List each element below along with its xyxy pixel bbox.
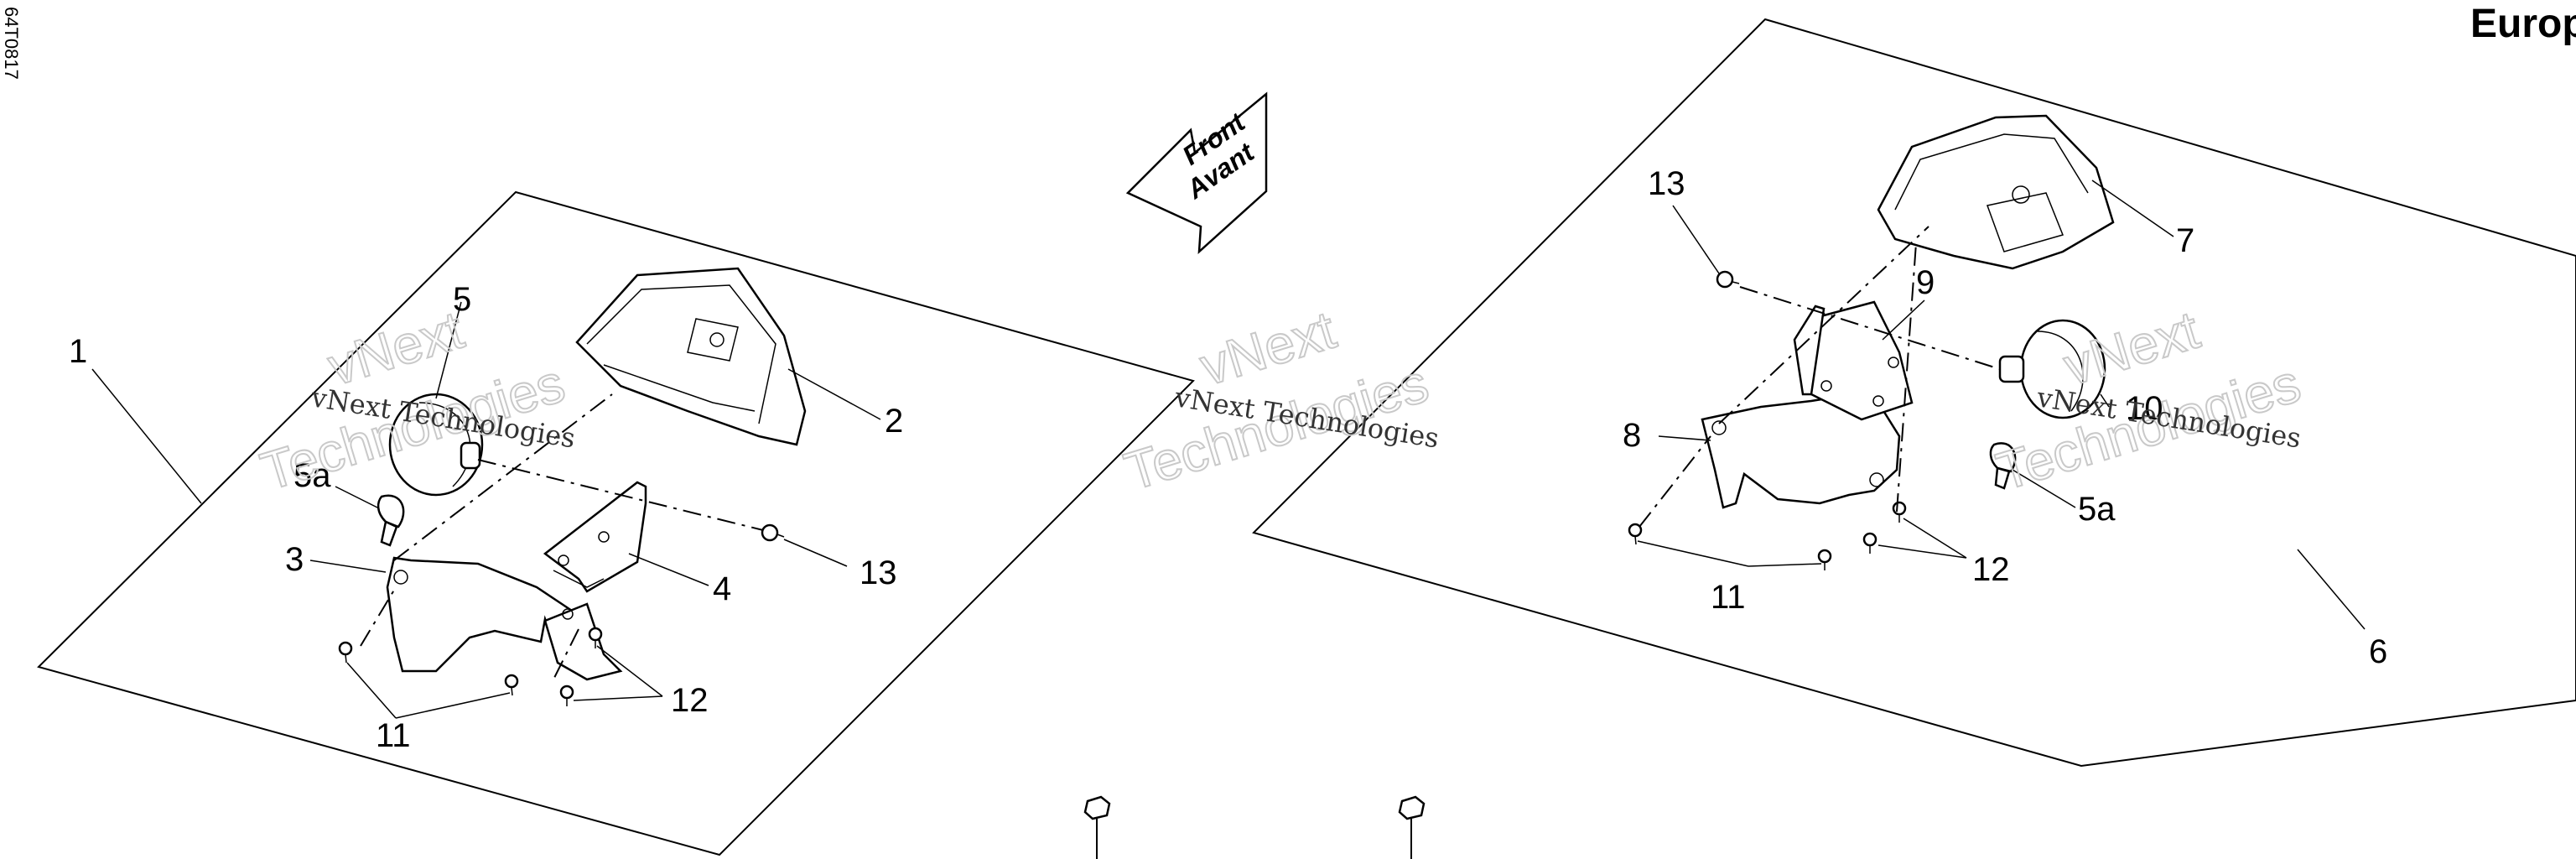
left-dash-3 (360, 586, 397, 647)
right-dash-1 (1739, 286, 2001, 370)
callout-left-11: 11 (376, 717, 411, 754)
bottom-bolt-left (1083, 795, 1111, 859)
leader-right-11a (1637, 540, 1749, 567)
right-screw-11a (1628, 523, 1643, 545)
watermark-1-line1: vNext (321, 299, 470, 398)
right-bracket (1793, 300, 1914, 421)
right-lens (1998, 319, 2106, 419)
callout-left-13: 13 (860, 554, 897, 591)
left-assembly: 1 2 3 4 5 5a 11 12 13 (37, 190, 1195, 856)
right-screw-13 (1716, 270, 1740, 289)
callout-right-6: 6 (2369, 633, 2387, 670)
leader-right-5a (2012, 469, 2076, 508)
leader-left-12a (596, 645, 663, 697)
callout-right-9: 9 (1916, 264, 1935, 301)
left-bulb (377, 494, 405, 547)
right-tail-light-housing (1877, 114, 2115, 270)
left-assembly-plane (37, 190, 1195, 856)
leader-left-5a (335, 486, 380, 509)
leader-right-8 (1658, 435, 1711, 441)
leader-right-7 (2091, 180, 2174, 237)
leader-left-11a (346, 662, 397, 719)
right-screw-12b (1892, 501, 1907, 523)
callout-left-5a: 5a (293, 457, 331, 494)
leader-right-13 (1672, 205, 1720, 274)
left-screw-11a (338, 641, 353, 664)
drawing-title: Europ (2470, 2, 2576, 46)
left-lens (388, 393, 484, 497)
callout-right-11: 11 (1711, 579, 1746, 616)
leader-right-12b (1903, 518, 1967, 559)
callout-left-12: 12 (671, 682, 709, 719)
watermark-3-line1: vNext (2057, 299, 2206, 398)
front-direction-arrow: Front Avant (1125, 91, 1268, 254)
leader-right-12a (1877, 544, 1967, 559)
callout-left-5: 5 (453, 281, 471, 318)
right-dash-3 (1896, 242, 1917, 513)
leader-right-9 (1882, 299, 1925, 341)
right-screw-12a (1862, 532, 1877, 554)
left-dash-4 (553, 628, 579, 680)
leader-left-11b (395, 692, 511, 719)
left-screw-13 (761, 523, 785, 542)
callout-right-10: 10 (2126, 390, 2163, 427)
leader-left-4 (628, 553, 709, 586)
right-bulb (1989, 442, 2017, 490)
leader-right-11b (1748, 563, 1822, 567)
right-assembly: 6 7 8 9 10 5a 11 12 13 (1252, 18, 2576, 768)
left-cover (386, 556, 597, 673)
leader-left-3 (309, 560, 387, 573)
callout-left-2: 2 (885, 403, 903, 440)
callout-left-4: 4 (713, 570, 731, 607)
leader-right-10 (2100, 393, 2110, 408)
right-dash-2 (1718, 226, 1929, 424)
left-screw-12a (588, 627, 603, 648)
right-assembly-plane (1252, 18, 2576, 768)
leader-left-13 (783, 539, 848, 567)
left-screw-11b (504, 674, 519, 696)
drawing-ref-code: 64T0817 (1, 7, 22, 80)
right-screw-11b (1817, 549, 1832, 570)
callout-right-7: 7 (2176, 222, 2194, 259)
callout-left-1: 1 (69, 333, 87, 370)
right-dash-4 (1639, 435, 1711, 528)
leader-left-2 (787, 368, 881, 420)
callout-left-3: 3 (285, 541, 304, 578)
left-dash-2 (393, 393, 613, 561)
callout-right-12: 12 (1972, 551, 2010, 588)
callout-right-13: 13 (1648, 165, 1685, 202)
leader-right-6 (2297, 549, 2366, 630)
callout-right-5a: 5a (2078, 491, 2116, 528)
bottom-bolt-right (1398, 795, 1426, 859)
left-bracket (543, 481, 647, 681)
callout-right-8: 8 (1623, 417, 1641, 454)
leader-left-5 (435, 301, 462, 399)
leader-left-1 (91, 368, 202, 504)
left-screw-12b (559, 685, 574, 706)
left-tail-light-housing (575, 267, 807, 446)
watermark-2: vNext Technologies vNext Technologies (1117, 299, 1441, 503)
left-dash-1 (477, 459, 764, 531)
leader-left-12b (573, 695, 663, 701)
